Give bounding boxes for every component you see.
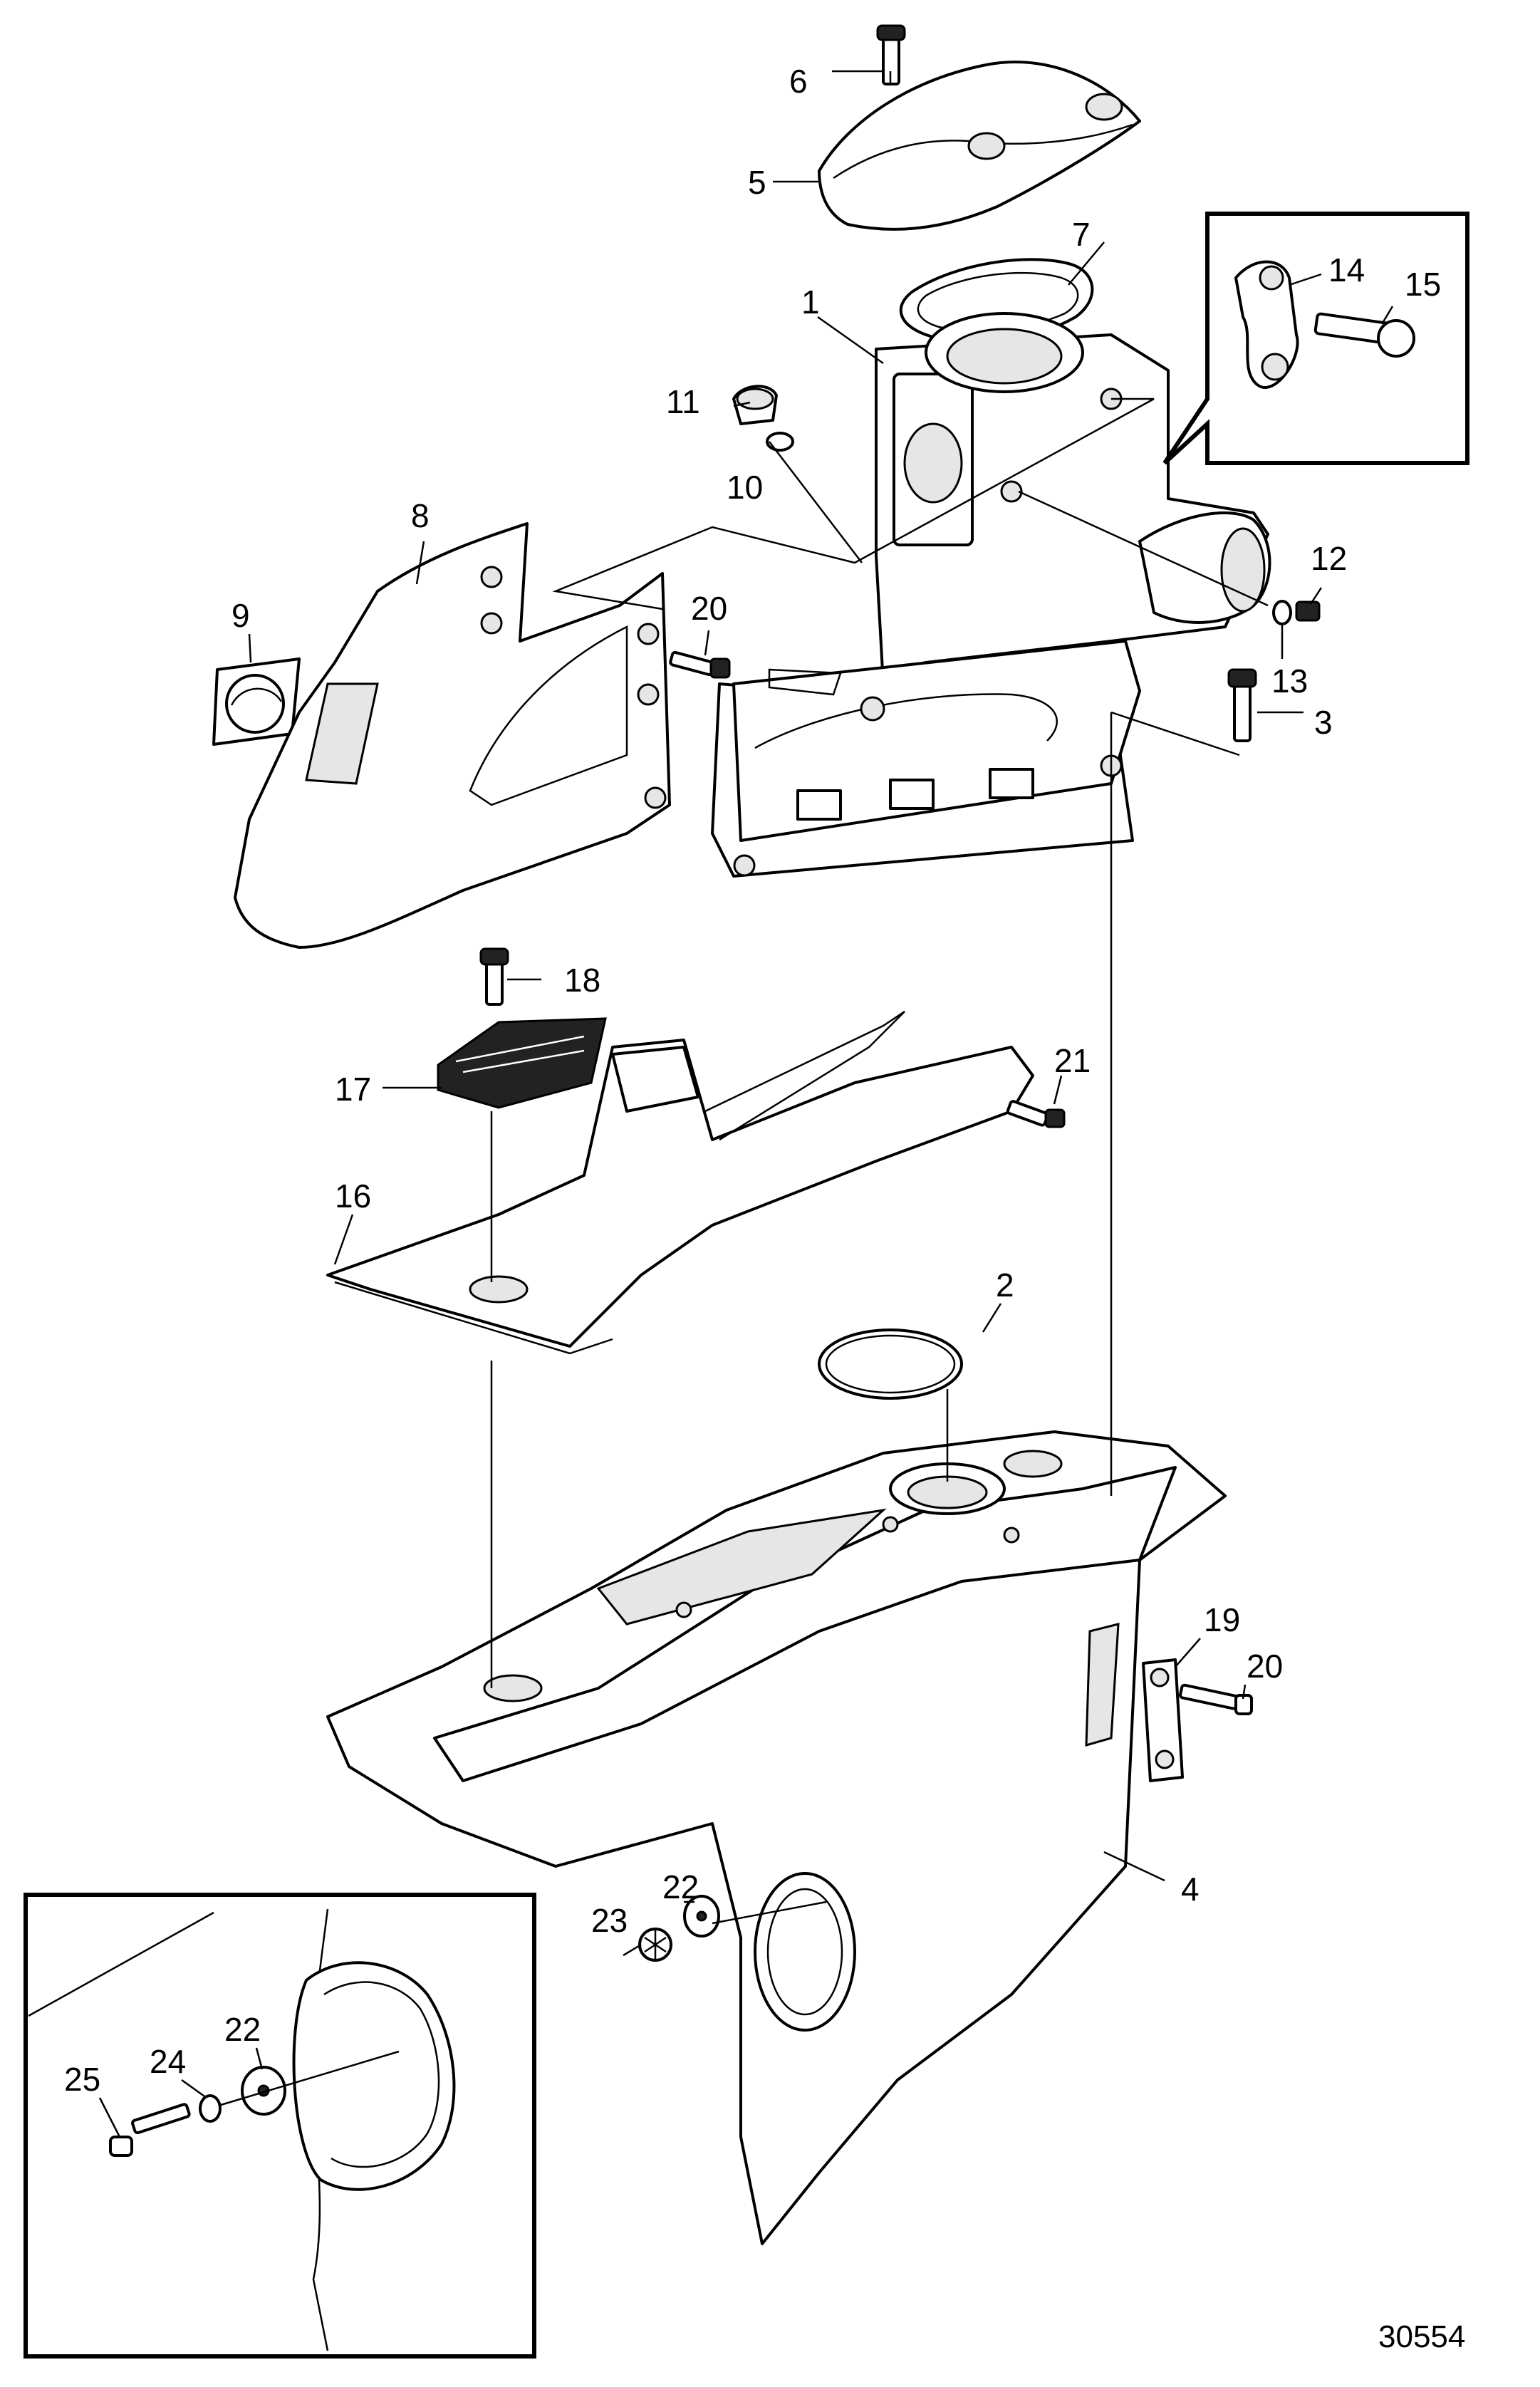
callout-22-main: 22 [662,1868,699,1905]
o-ring-2 [818,1328,963,1400]
pad-17 [437,1017,607,1109]
callout-19: 19 [1204,1601,1240,1638]
emblem-9 [212,657,301,746]
bolt-20-upper [669,650,731,679]
inset-bracket-box [1162,212,1469,465]
callout-23: 23 [591,1902,628,1939]
detail-inset [24,1893,536,2359]
callout-20-upper: 20 [691,590,727,627]
assembly-guide-lines [220,71,1269,2106]
callout-7: 7 [1072,216,1091,253]
cover-5 [818,61,1141,231]
callout-18: 18 [564,962,600,999]
bolt-20-lower [1179,1683,1253,1715]
plate-19 [1142,1658,1184,1782]
callout-14: 14 [1328,251,1365,288]
callout-17: 17 [335,1071,371,1108]
callout-8: 8 [411,497,430,534]
o-ring-10 [766,432,794,452]
callout-10: 10 [727,469,763,506]
callout-13: 13 [1271,662,1308,700]
bolt-6 [876,24,906,85]
upper-housing-1 [711,312,1271,878]
bolt-18 [479,947,509,1006]
lock-washer-23 [638,1928,672,1962]
callout-24: 24 [150,2043,186,2080]
washer-13 [1272,600,1292,625]
callout-11: 11 [666,383,700,420]
callout-6: 6 [789,63,808,100]
callout-12: 12 [1311,540,1347,577]
callout-5: 5 [748,164,766,201]
callout-16: 16 [335,1177,371,1215]
callout-4: 4 [1181,1871,1200,1908]
callout-numbers: 6 5 7 1 11 10 14 15 8 9 20 12 13 3 18 17… [64,63,1441,2098]
callout-22-detail: 22 [224,2011,261,2048]
callout-9: 9 [231,597,250,634]
callout-2: 2 [996,1267,1014,1304]
callout-1: 1 [801,284,820,321]
bolt-12 [1295,600,1321,622]
callout-leaders [98,70,1394,2138]
callout-20-lower: 20 [1247,1648,1283,1685]
side-cover-8 [234,522,671,949]
callout-3: 3 [1314,704,1333,741]
drawing-number: 30554 [1378,2319,1465,2354]
plate-16 [326,1010,1034,1355]
bolt-21 [1006,1100,1066,1128]
callout-21: 21 [1054,1042,1091,1079]
washer-22-main [683,1895,720,1938]
callout-15: 15 [1405,266,1441,303]
bolt-3 [1227,668,1257,742]
callout-25: 25 [64,2061,100,2098]
lower-housing-4 [326,1430,1227,2245]
